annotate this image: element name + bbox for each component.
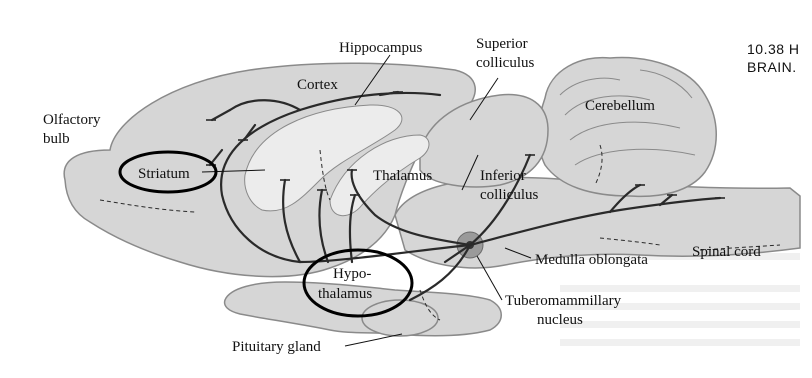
label-pituitary-gland: Pituitary gland (232, 339, 321, 355)
label-inferior-colliculus-2: colliculus (480, 187, 538, 203)
label-hypothalamus-1: Hypo- (333, 266, 371, 282)
label-striatum: Striatum (138, 166, 190, 182)
label-hypothalamus-2: thalamus (318, 286, 372, 302)
figure-caption-line1: 10.38 H (747, 41, 800, 57)
label-cerebellum: Cerebellum (585, 98, 655, 114)
figure-caption-line2: BRAIN. (747, 59, 797, 75)
cerebellum-shape (539, 58, 717, 197)
label-thalamus: Thalamus (373, 168, 432, 184)
label-tuberomammillary-2: nucleus (537, 312, 583, 328)
label-superior-colliculus-2: colliculus (476, 55, 534, 71)
label-spinal-cord: Spinal cord (692, 244, 761, 260)
label-olfactory-bulb-2: bulb (43, 131, 70, 147)
label-tuberomammillary-1: Tuberomammillary (505, 293, 622, 309)
label-superior-colliculus-1: Superior (476, 36, 528, 52)
label-cortex: Cortex (297, 77, 338, 93)
label-hippocampus: Hippocampus (339, 40, 422, 56)
label-olfactory-bulb-1: Olfactory (43, 112, 101, 128)
brain-outline (64, 58, 800, 336)
label-inferior-colliculus-1: Inferior (480, 168, 526, 184)
label-medulla-oblongata: Medulla oblongata (535, 252, 648, 268)
